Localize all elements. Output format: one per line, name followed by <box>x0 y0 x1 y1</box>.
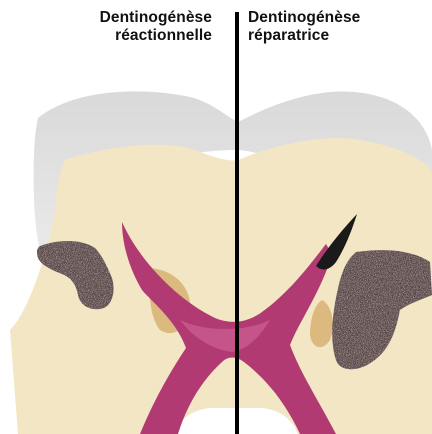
divider-line <box>235 12 239 434</box>
caption-reactionary: Dentinogénèse réactionnelle <box>100 9 212 45</box>
caption-reparative-line1: Dentinogénèse <box>248 9 360 27</box>
caption-reparative: Dentinogénèse réparatrice <box>248 9 360 45</box>
caption-reactionary-line2: réactionnelle <box>100 27 212 45</box>
caption-reparative-line2: réparatrice <box>248 27 360 45</box>
caption-reactionary-line1: Dentinogénèse <box>100 9 212 27</box>
